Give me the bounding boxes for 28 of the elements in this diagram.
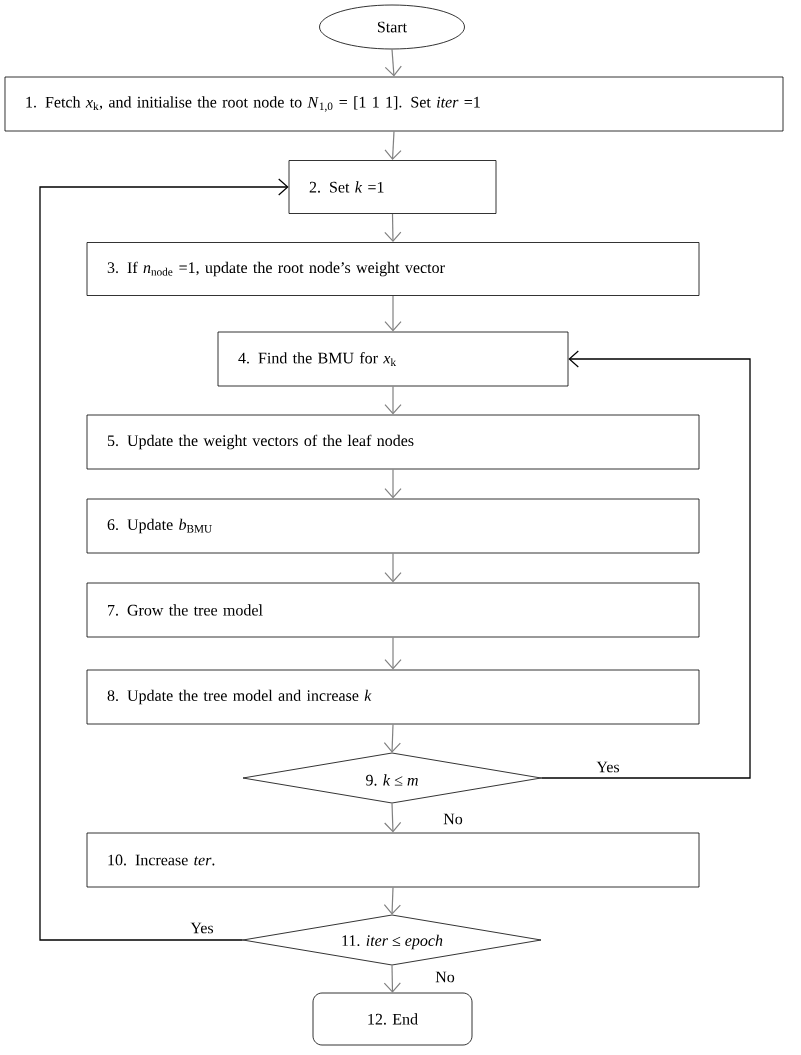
process-box: 8. Update the tree model and increase k xyxy=(86,669,700,725)
process-box: 6. Update b$_{BMU}$ xyxy=(86,498,700,554)
loop-arrow xyxy=(540,350,751,779)
loop-arrow xyxy=(39,178,289,941)
process-box: 2. Set k =1 xyxy=(288,160,497,214)
arrow xyxy=(383,723,401,753)
edge-label: Yes xyxy=(189,921,215,935)
process-box: 3. If n$_{node}$ =1, update the root node’s weight vector xyxy=(86,242,700,296)
arrow xyxy=(384,468,402,499)
arrow xyxy=(384,802,402,833)
arrow xyxy=(384,130,402,161)
arrow xyxy=(384,48,402,77)
edge-label: No xyxy=(434,970,456,984)
arrow xyxy=(383,886,401,915)
arrow xyxy=(383,964,401,993)
process-box: 10. Increase ter. xyxy=(86,832,700,888)
end-box: 12. End xyxy=(312,992,473,1046)
process-box: 1. Fetch x$_{k}$, and initialise the root node to N$_{1,0}$ = [1 1 1]. Set iter =1 xyxy=(4,76,784,132)
arrow xyxy=(384,636,402,670)
edge-label: No xyxy=(442,812,464,826)
arrow xyxy=(384,295,402,332)
arrow xyxy=(384,213,402,243)
arrow xyxy=(384,385,402,415)
arrow xyxy=(384,552,402,583)
edge-label: Yes xyxy=(595,760,621,774)
process-box: 4. Find the BMU for x$_{k}$ xyxy=(217,331,569,387)
process-box: 7. Grow the tree model xyxy=(86,582,700,638)
process-box: 5. Update the weight vectors of the leaf nodes xyxy=(86,414,700,470)
